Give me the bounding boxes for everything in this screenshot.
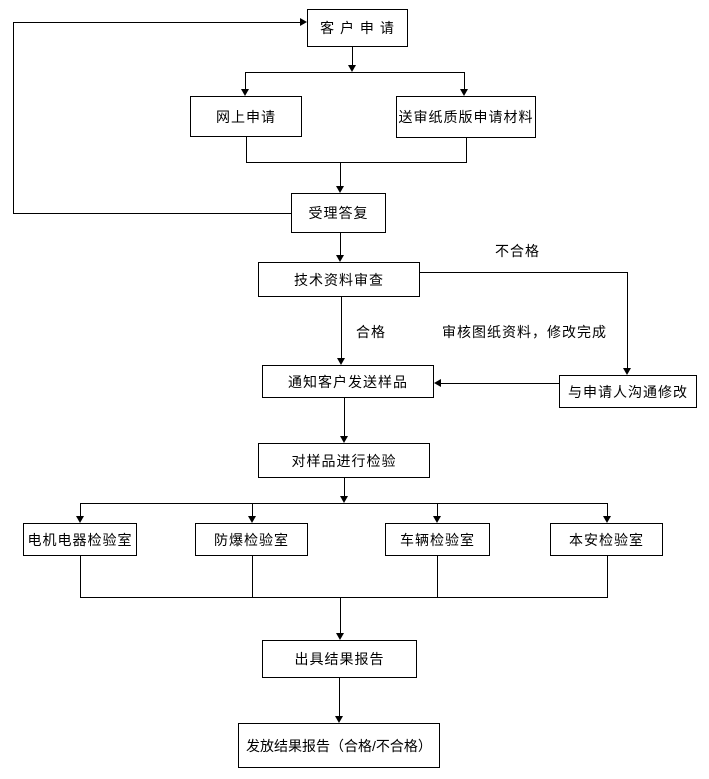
connector-to-lab-explosion (252, 503, 253, 516)
arrowhead-into-lab-motor (76, 516, 84, 523)
arrowhead-into-tech-review (336, 255, 344, 262)
node-acceptance-reply-label: 受理答复 (308, 205, 369, 221)
connector-issue-to-release (339, 678, 340, 716)
arrowhead-into-issue-report (336, 633, 344, 640)
arrowhead-into-communicate-modify (623, 368, 631, 375)
arrowhead-into-lab-vehicle (433, 516, 441, 523)
node-paper-apply: 送审纸质版申请材料 (396, 96, 536, 138)
node-lab-explosion-label: 防爆检验室 (214, 531, 289, 548)
node-lab-vehicle: 车辆检验室 (385, 523, 490, 556)
connector-customer-stem (352, 47, 353, 65)
arrowhead-into-sample-inspect (340, 436, 348, 443)
connector-notify-to-inspect (344, 398, 345, 436)
node-sample-inspect: 对样品进行检验 (258, 443, 430, 478)
edge-label-unqualified: 不合格 (495, 243, 540, 259)
node-lab-intrinsic: 本安检验室 (550, 523, 663, 556)
node-issue-report-label: 出具结果报告 (294, 651, 385, 667)
connector-lab-motor-down (80, 556, 81, 597)
node-notify-sample-label: 通知客户发送样品 (288, 373, 408, 390)
connector-to-lab-intrinsic (607, 503, 608, 516)
connector-paper-down (466, 138, 467, 162)
node-tech-review: 技术资料审查 (258, 262, 420, 297)
arrowhead-into-acceptance-reply (336, 186, 344, 193)
node-customer-apply: 客 户 申 请 (307, 9, 408, 47)
connector-inspect-stem (344, 478, 345, 496)
arrowhead-into-lab-intrinsic (603, 516, 611, 523)
node-online-apply-label: 网上申请 (216, 108, 276, 125)
node-lab-vehicle-label: 车辆检验室 (400, 531, 475, 548)
node-paper-apply-label: 送审纸质版申请材料 (398, 109, 534, 125)
arrowhead-customer-split (348, 65, 356, 72)
connector-to-lab-motor (80, 503, 81, 516)
edge-label-qualified: 合格 (356, 324, 386, 340)
connector-qualified-down (341, 297, 342, 358)
connector-reply-to-review (340, 233, 341, 255)
node-lab-explosion: 防爆检验室 (195, 523, 308, 556)
node-communicate-modify-label: 与申请人沟通修改 (568, 383, 688, 400)
connector-loop-top (13, 22, 300, 23)
connector-modify-to-notify (441, 383, 559, 384)
connector-lab-explosion-down (252, 556, 253, 597)
node-online-apply: 网上申请 (190, 96, 302, 137)
connector-split-to-paper (464, 72, 465, 89)
arrowhead-into-notify-sample (337, 358, 345, 365)
connector-online-down (246, 137, 247, 162)
connector-split-to-online (245, 72, 246, 89)
node-communicate-modify: 与申请人沟通修改 (559, 375, 697, 408)
connector-merge-to-issue (340, 597, 341, 633)
edge-label-review-complete: 审核图纸资料，修改完成 (442, 324, 607, 340)
connector-unqualified-right (420, 272, 627, 273)
node-sample-inspect-label: 对样品进行检验 (291, 452, 397, 469)
node-customer-apply-label: 客 户 申 请 (320, 20, 395, 36)
connector-unqualified-down (627, 272, 628, 368)
node-lab-motor: 电机电器检验室 (23, 523, 137, 556)
node-acceptance-reply: 受理答复 (291, 193, 386, 233)
arrowhead-into-paper-apply (460, 89, 468, 96)
node-release-report-label: 发放结果报告（合格/不合格） (246, 737, 432, 754)
node-issue-report: 出具结果报告 (262, 640, 417, 678)
arrowhead-into-customer-apply (300, 18, 307, 26)
arrowhead-inspect-split (340, 496, 348, 503)
connector-split-bar (245, 72, 465, 73)
connector-merge-stem (340, 162, 341, 186)
connector-lab-intrinsic-down (607, 556, 608, 597)
connector-merge-bar (246, 162, 467, 163)
connector-to-lab-vehicle (437, 503, 438, 516)
arrowhead-into-notify-sample-right (434, 379, 441, 387)
connector-distribution-bar (80, 503, 607, 504)
node-tech-review-label: 技术资料审查 (294, 271, 384, 288)
connector-lab-vehicle-down (437, 556, 438, 597)
connector-loop-left (13, 22, 14, 213)
connector-loop-bottom (13, 213, 291, 214)
connector-labs-merge-bar (80, 597, 608, 598)
arrowhead-into-release-report (335, 716, 343, 723)
arrowhead-into-online-apply (241, 89, 249, 96)
node-lab-motor-label: 电机电器检验室 (27, 531, 133, 548)
node-release-report: 发放结果报告（合格/不合格） (238, 723, 440, 768)
node-notify-sample: 通知客户发送样品 (262, 365, 434, 398)
node-lab-intrinsic-label: 本安检验室 (569, 531, 644, 548)
arrowhead-into-lab-explosion (248, 516, 256, 523)
